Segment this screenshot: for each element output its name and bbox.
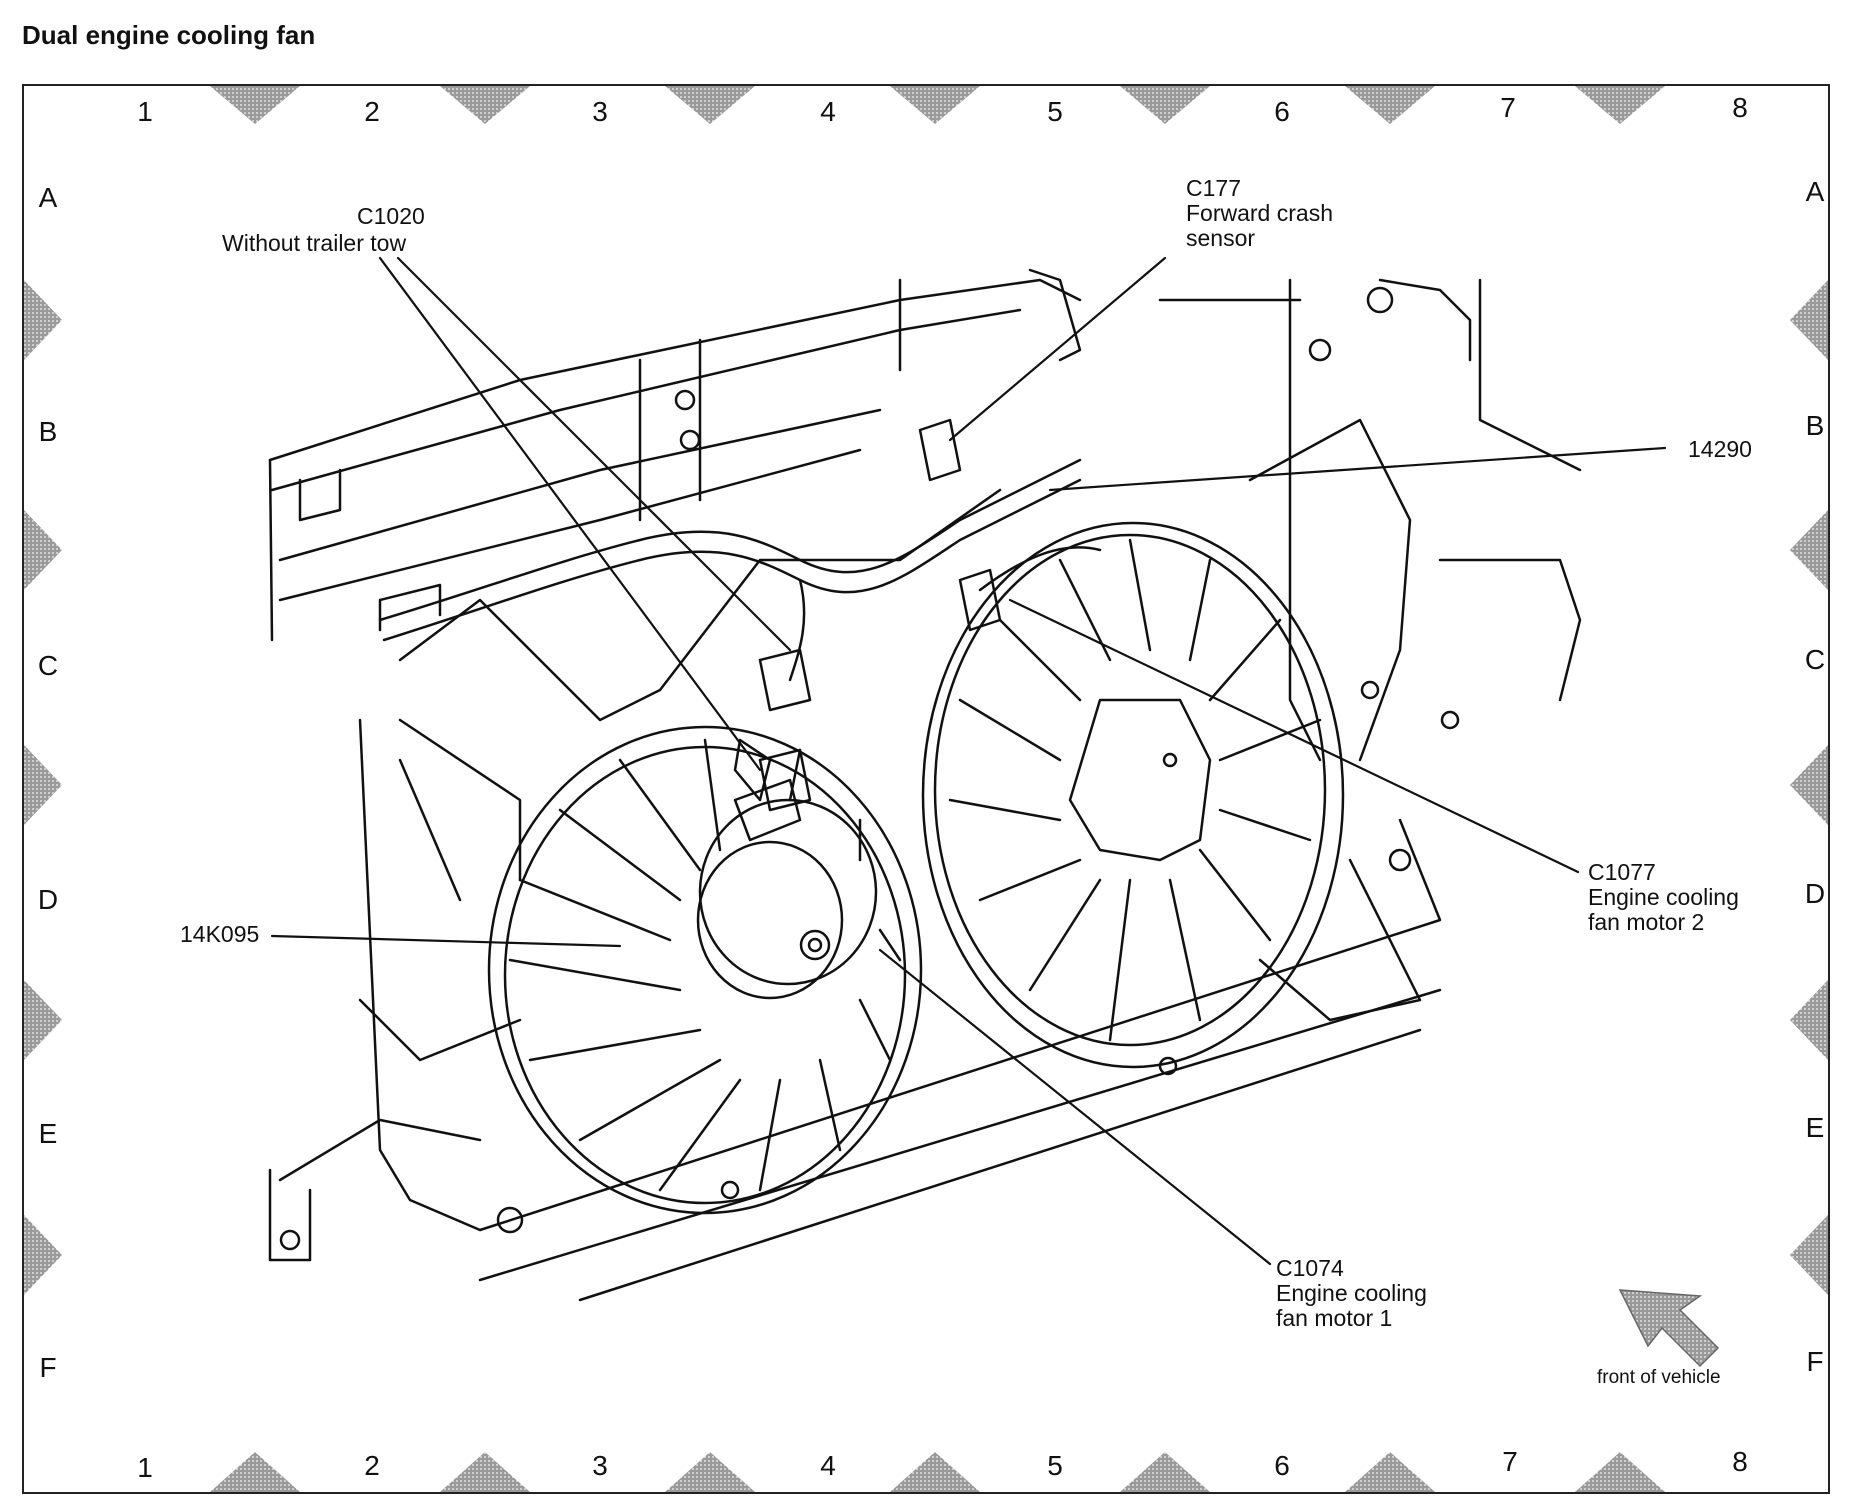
callout-c177-desc-line1: Forward crash bbox=[1186, 200, 1333, 226]
zone-col-1-bottom: 1 bbox=[137, 1452, 153, 1483]
callout-14k095-code: 14K095 bbox=[180, 921, 260, 947]
zone-col-4-bottom: 4 bbox=[820, 1450, 836, 1481]
right-notches bbox=[1790, 280, 1828, 1295]
zone-row-f-left: F bbox=[39, 1352, 57, 1383]
callout-14k095: 14K095 bbox=[180, 922, 259, 947]
zone-col-5-bottom: 5 bbox=[1047, 1450, 1063, 1481]
fasteners bbox=[279, 286, 1460, 1251]
callout-c1020-code: C1020 bbox=[357, 203, 425, 229]
zone-col-3-bottom: 3 bbox=[592, 1450, 608, 1481]
left-notches bbox=[24, 280, 62, 1295]
zone-col-6-top: 6 bbox=[1274, 96, 1290, 127]
callout-c177: C177 Forward crash sensor bbox=[1186, 176, 1333, 251]
callout-c1077-code: C1077 bbox=[1588, 859, 1656, 885]
leader-lines bbox=[270, 256, 1667, 1266]
diagram-frame bbox=[22, 84, 1830, 1494]
zone-col-3-top: 3 bbox=[592, 96, 608, 127]
zone-col-8-top: 8 bbox=[1732, 92, 1748, 123]
callout-c177-code: C177 bbox=[1186, 175, 1241, 201]
zone-row-e-right: E bbox=[1805, 1112, 1825, 1143]
zone-row-f-right: F bbox=[1806, 1346, 1824, 1377]
zone-col-4-top: 4 bbox=[820, 96, 836, 127]
zone-col-1-top: 1 bbox=[137, 96, 153, 127]
callout-c1020-id: C1020 bbox=[357, 204, 425, 229]
callout-c1074-code: C1074 bbox=[1276, 1255, 1344, 1281]
callout-c1074: C1074 Engine cooling fan motor 1 bbox=[1276, 1256, 1427, 1331]
callout-c1077-desc-line2: fan motor 2 bbox=[1588, 909, 1705, 935]
zone-row-d-left: D bbox=[37, 884, 59, 915]
zone-col-7-top: 7 bbox=[1500, 92, 1516, 123]
zone-row-b-left: B bbox=[38, 416, 58, 447]
zone-col-2-top: 2 bbox=[364, 96, 380, 127]
zone-col-8-bottom: 8 bbox=[1732, 1446, 1748, 1477]
zone-row-e-left: E bbox=[38, 1118, 58, 1149]
callout-c1074-desc-line2: fan motor 1 bbox=[1276, 1305, 1393, 1331]
bottom-notches bbox=[210, 1452, 1665, 1492]
wiring-harness bbox=[378, 418, 1102, 812]
callout-c177-desc-line2: sensor bbox=[1186, 225, 1256, 251]
callout-c1074-desc-line1: Engine cooling bbox=[1276, 1280, 1427, 1306]
zone-col-7-bottom: 7 bbox=[1502, 1446, 1518, 1477]
front-of-vehicle-label: front of vehicle bbox=[1597, 1367, 1721, 1388]
zone-row-c-left: C bbox=[37, 650, 59, 681]
callout-c1020-desc: Without trailer tow bbox=[222, 231, 406, 256]
callout-c1020-description: Without trailer tow bbox=[222, 230, 407, 256]
zone-row-a-left: A bbox=[38, 182, 58, 213]
callout-14290-code: 14290 bbox=[1688, 436, 1752, 462]
callout-c1077: C1077 Engine cooling fan motor 2 bbox=[1588, 860, 1739, 935]
radiator-support-upper bbox=[268, 268, 1082, 642]
zone-col-2-bottom: 2 bbox=[364, 1450, 380, 1481]
fan-left bbox=[487, 725, 923, 1215]
zone-col-5-top: 5 bbox=[1047, 96, 1063, 127]
zone-row-d-right: D bbox=[1804, 878, 1826, 909]
top-notches bbox=[210, 86, 1665, 124]
zone-col-6-bottom: 6 bbox=[1274, 1450, 1290, 1481]
zone-row-c-right: C bbox=[1804, 644, 1826, 675]
zone-row-b-right: B bbox=[1805, 410, 1825, 441]
callout-c1077-desc-line1: Engine cooling bbox=[1588, 884, 1739, 910]
side-frame-right bbox=[1158, 278, 1582, 1022]
callout-14290: 14290 bbox=[1688, 437, 1752, 462]
fan-shroud bbox=[268, 488, 1442, 1302]
zone-row-a-right: A bbox=[1805, 176, 1825, 207]
page-title: Dual engine cooling fan bbox=[22, 20, 316, 50]
